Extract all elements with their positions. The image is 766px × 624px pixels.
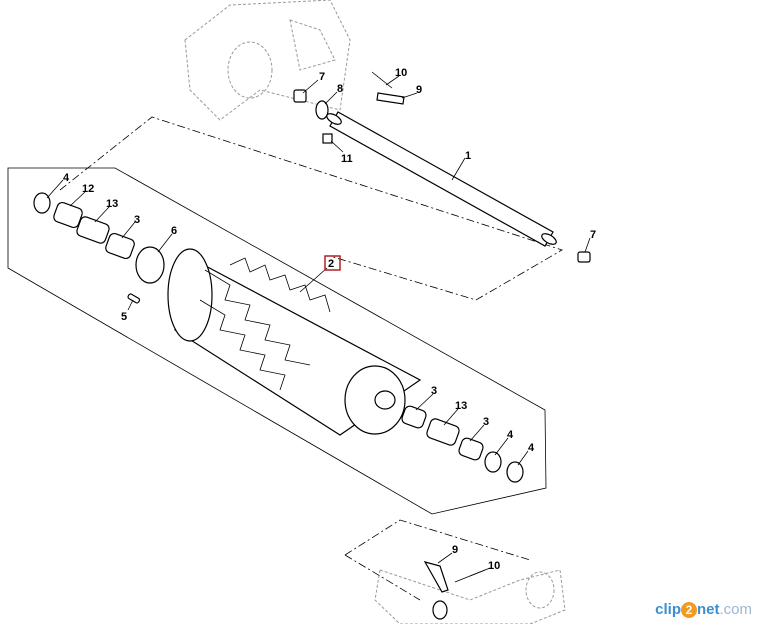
seal bbox=[506, 461, 524, 483]
pin-bottom bbox=[423, 561, 449, 593]
spacer bbox=[76, 216, 110, 244]
callout-11: 11 bbox=[341, 153, 353, 165]
callout-3: 3 bbox=[134, 214, 140, 226]
pin bbox=[376, 92, 405, 105]
ghost-housing-bottom bbox=[374, 569, 566, 624]
dashdot-group-bottom bbox=[344, 519, 531, 601]
callout-12: 12 bbox=[82, 183, 94, 195]
callout-5: 5 bbox=[121, 311, 127, 323]
watermark-digit: 2 bbox=[680, 602, 697, 618]
callout-10: 10 bbox=[395, 67, 407, 79]
callout-10: 10 bbox=[488, 560, 500, 572]
bearing bbox=[53, 201, 83, 229]
watermark-domain: .com bbox=[719, 601, 752, 618]
shaft bbox=[326, 111, 557, 247]
spacer bbox=[426, 418, 460, 446]
callout-1: 1 bbox=[465, 150, 471, 162]
bearing bbox=[458, 437, 484, 461]
ghost-housing-top bbox=[184, 0, 351, 121]
callout-13: 13 bbox=[106, 198, 118, 210]
watermark-prefix: clip bbox=[655, 601, 681, 618]
nut bbox=[322, 133, 333, 144]
bearing bbox=[105, 232, 135, 260]
washer-bottom bbox=[432, 600, 448, 620]
highlight-box bbox=[324, 255, 341, 271]
grease-fitting-right bbox=[577, 251, 591, 263]
callout-4: 4 bbox=[528, 442, 535, 454]
watermark-suffix: net bbox=[696, 601, 720, 618]
callout-4: 4 bbox=[507, 429, 514, 441]
callout-4: 4 bbox=[63, 172, 70, 184]
bearing-housing bbox=[135, 246, 165, 284]
washer bbox=[315, 100, 329, 120]
callout-3: 3 bbox=[483, 416, 489, 428]
callout-3: 3 bbox=[431, 385, 437, 397]
callout-2: 2 bbox=[328, 258, 334, 270]
leader-lines bbox=[46, 75, 591, 577]
callout-9: 9 bbox=[416, 84, 422, 96]
cotter-pin bbox=[371, 71, 393, 89]
seal bbox=[33, 192, 51, 214]
callout-9: 9 bbox=[452, 544, 458, 556]
callout-7: 7 bbox=[319, 71, 325, 83]
callout-13: 13 bbox=[455, 400, 467, 412]
callout-6: 6 bbox=[171, 225, 177, 237]
seal bbox=[484, 451, 502, 473]
roll-pin bbox=[127, 293, 141, 304]
callout-8: 8 bbox=[337, 83, 343, 95]
assembly-outline bbox=[7, 167, 547, 515]
callout-7: 7 bbox=[590, 229, 596, 241]
reel-drum bbox=[167, 248, 422, 436]
dashdot-group-top bbox=[59, 116, 563, 301]
